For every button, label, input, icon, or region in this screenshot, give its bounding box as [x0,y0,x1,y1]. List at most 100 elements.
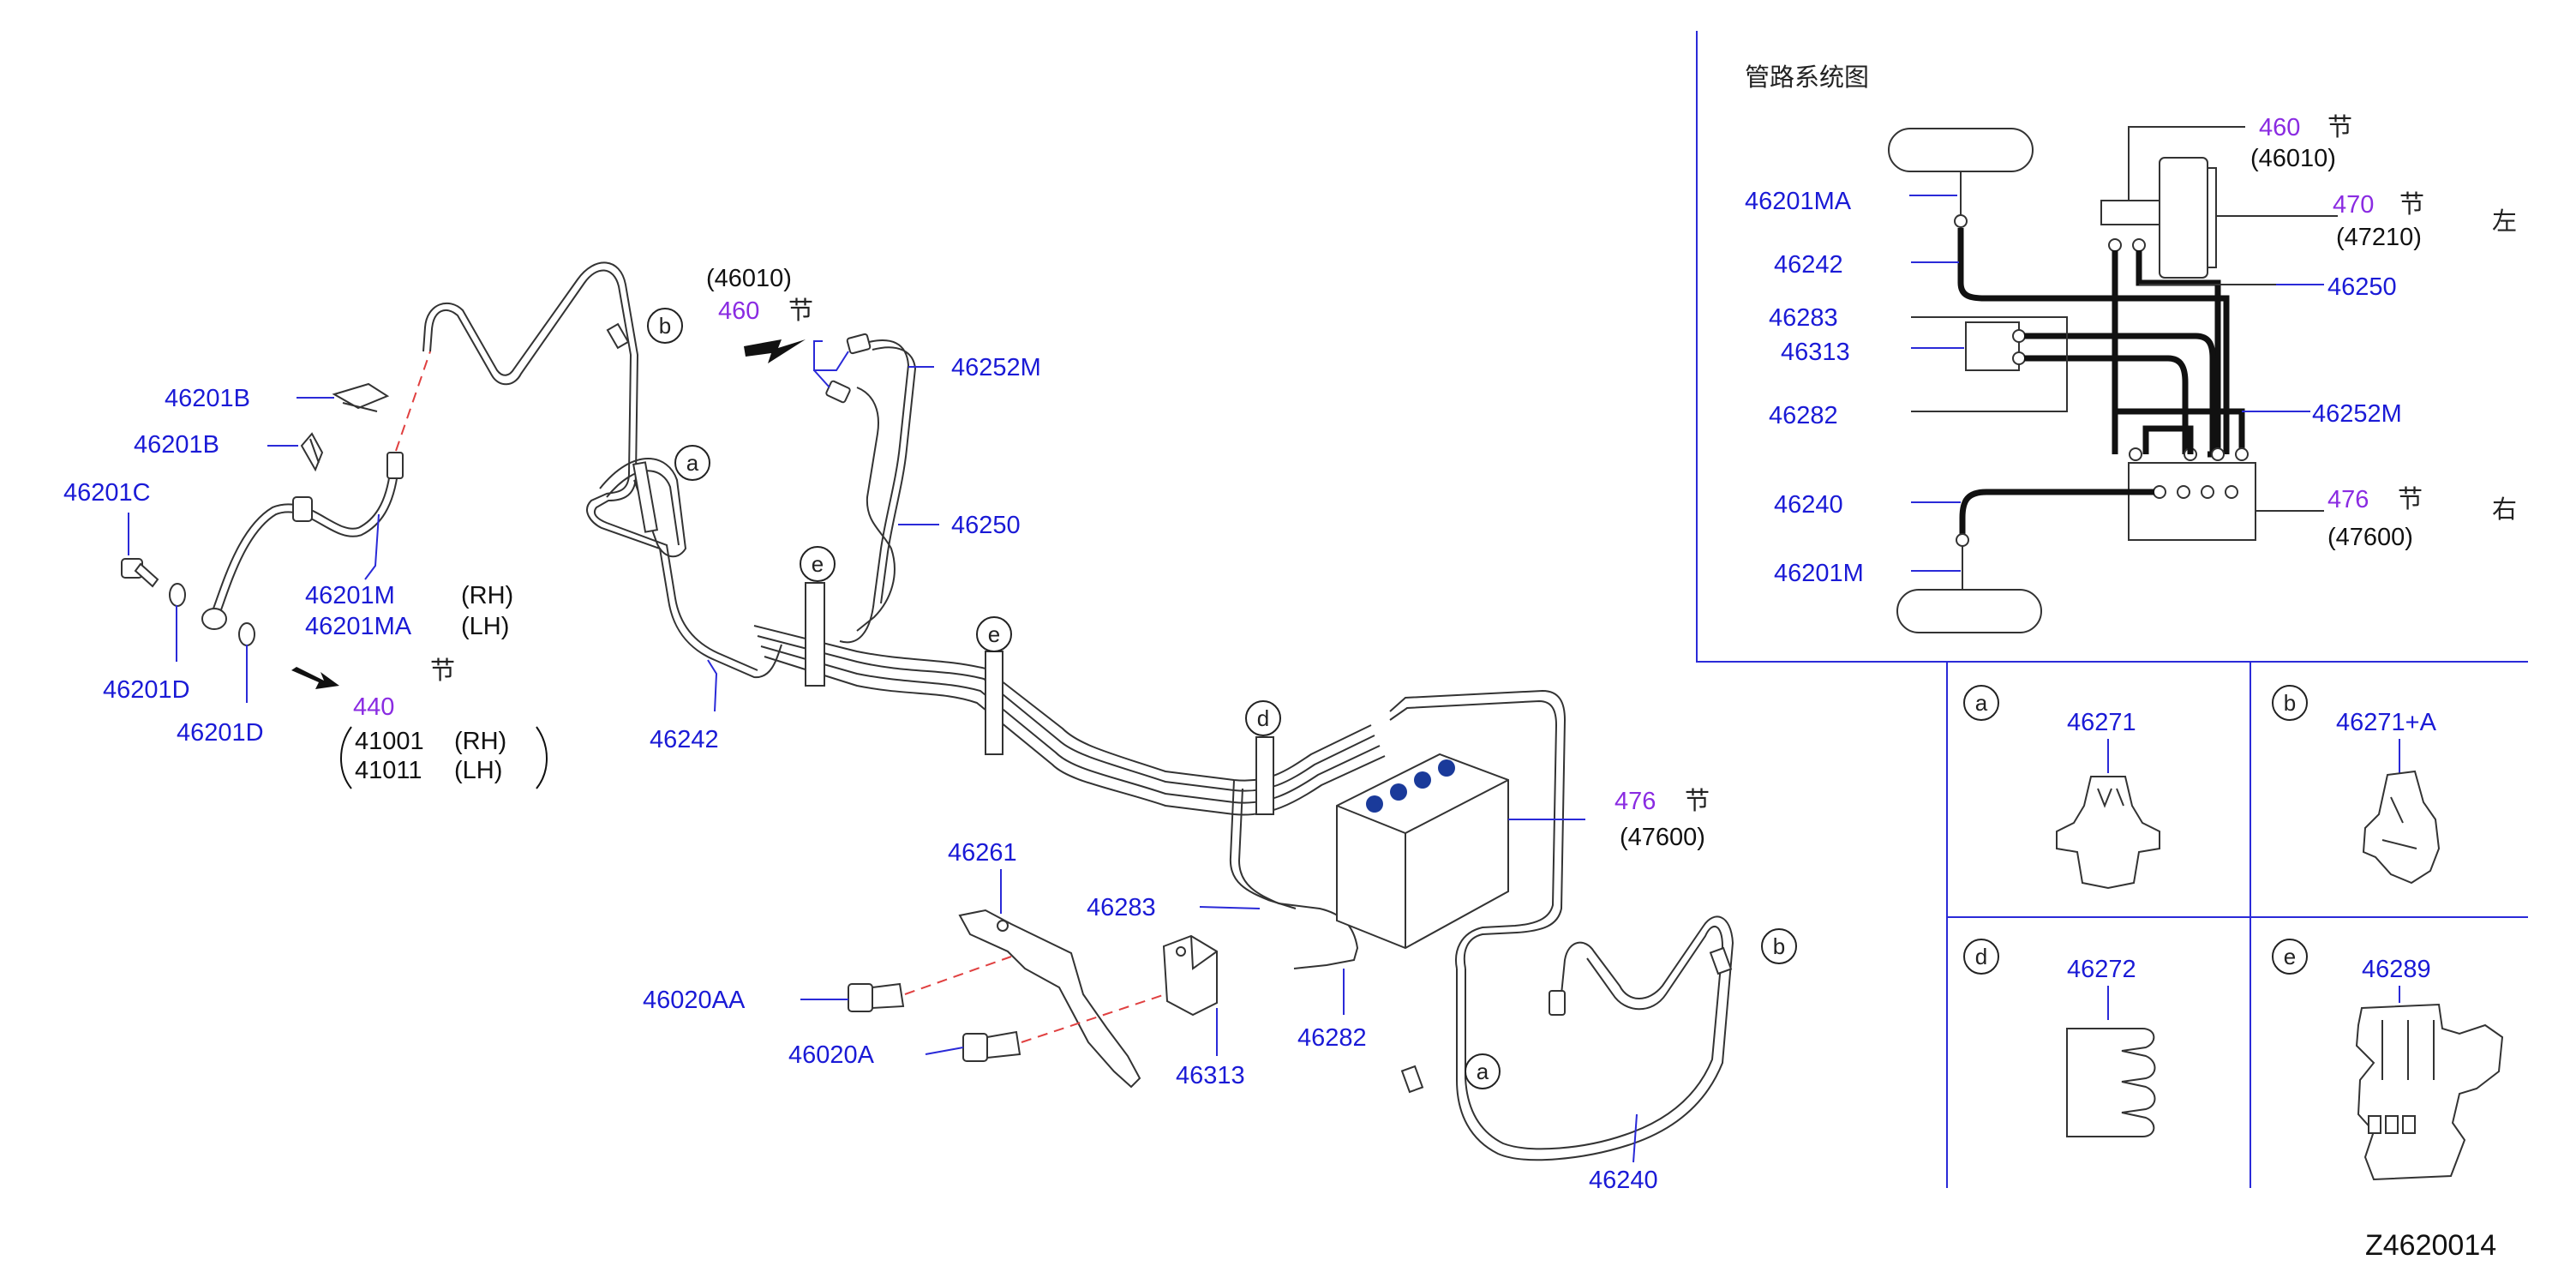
label-sec-440: 440 [353,693,394,721]
schem-46201M: 46201M [1774,560,1864,587]
master-cylinder-symbol [2159,157,2208,279]
hose-clip-upper [332,382,390,412]
schem-46313: 46313 [1781,339,1850,366]
schematic-title: 管路系统图 [1745,63,1869,92]
label-46201C: 46201C [63,479,151,507]
figure-code: Z4620014 [2365,1229,2496,1262]
bracket-paren-left [340,726,352,789]
schem-jie-476: 节 [2398,484,2423,513]
main-callouts: b a e e d b a [647,308,1797,1089]
label-sec-476: 476 [1614,788,1656,815]
bracket-bolt-a [962,1030,1021,1062]
label-47600: (47600) [1620,824,1705,851]
label-46201B-upper: 46201B [165,385,250,412]
schem-46250: 46250 [2327,273,2397,301]
three-way-symbol [1965,321,2020,371]
label-jie-476: 节 [1685,786,1710,815]
hose-clip-lower [300,432,324,472]
label-46250: 46250 [951,512,1021,539]
label-46252M: 46252M [951,354,1041,381]
clip-b-part: 46271+A [2336,709,2437,736]
clip-d-letter: d [1975,944,1987,969]
label-lh-1: (LH) [461,613,509,640]
callout-a-top: a [686,450,699,476]
label-46242: 46242 [650,726,719,753]
label-46010: (46010) [706,265,792,292]
callout-b-rear: b [1773,933,1785,959]
schem-46282: 46282 [1769,402,1838,429]
label-46313: 46313 [1176,1062,1245,1089]
schem-sec-460: 460 [2259,114,2300,141]
label-46201M: 46201M [305,582,395,609]
schem-47600: (47600) [2327,524,2413,551]
label-jie-460: 节 [788,296,813,325]
label-46282: 46282 [1297,1024,1367,1052]
clip-e-part: 46289 [2362,956,2431,983]
schem-jie-470: 节 [2399,189,2424,219]
clip-46289-shape [2355,1003,2504,1181]
clip-46271A-shape [2362,770,2441,885]
label-46201D-a: 46201D [103,676,190,704]
label-41011: 41011 [355,757,422,784]
clip-e-letter: e [2284,944,2296,969]
bracket-bolt-aa [848,982,905,1012]
label-lh-2: (LH) [454,757,502,784]
three-way-connector [1162,934,1218,1017]
actuator-symbol [2128,462,2256,541]
label-rh-2: (RH) [454,728,506,755]
brake-pipe-network [422,261,1734,1161]
label-46261: 46261 [948,839,1017,867]
copper-washer-b [238,622,255,646]
schem-46242: 46242 [1774,251,1843,279]
label-46020A: 46020A [788,1041,875,1069]
clip-a-part: 46271 [2067,709,2136,736]
label-rh-1: (RH) [461,582,513,609]
schem-jie-460: 节 [2327,112,2352,141]
schem-46252M: 46252M [2312,400,2402,428]
callout-e-mid: e [988,621,1000,647]
label-sec-460: 460 [718,297,759,325]
schem-46201MA: 46201MA [1745,188,1852,215]
bracket-and-connector [848,909,1218,1089]
schem-47210: (47210) [2336,224,2422,251]
label-46201MA: 46201MA [305,613,412,640]
bracket-paren-right [536,726,548,789]
schem-46283: 46283 [1769,304,1838,332]
direction-arrow-440 [291,667,339,689]
label-46201B-lower: 46201B [134,431,219,459]
clip-b-letter: b [2284,690,2296,716]
label-jie-440: 节 [430,656,455,685]
banjo-bolt [121,558,159,588]
front-wheel-symbol [1888,128,2034,172]
label-46020AA: 46020AA [643,987,746,1014]
schem-left: 左 [2492,207,2517,236]
rear-wheel-symbol [1896,589,2042,633]
schem-46240: 46240 [1774,491,1843,519]
clip-a-letter: a [1975,690,1988,716]
leader-lines [128,340,1638,1163]
clip-d-part: 46272 [2067,956,2136,983]
label-46201D-b: 46201D [177,719,264,747]
callout-a-rear: a [1477,1059,1489,1084]
label-46240: 46240 [1589,1167,1658,1194]
front-brake-hose-group [121,351,431,689]
callout-b-top: b [659,313,671,339]
schem-right: 右 [2492,495,2517,524]
pipe-bracket [958,909,1141,1089]
schem-sec-476: 476 [2327,486,2369,513]
label-46283: 46283 [1087,894,1156,921]
callout-d: d [1257,705,1269,731]
abs-actuator-unit [1336,753,1585,950]
direction-arrow-460 [744,339,806,363]
copper-washer-a [169,583,186,607]
clip-46271-shape [2056,776,2160,890]
piping-schematic-panel: 管路系统图 [1696,31,2528,663]
part-labels: 46201B 46201B 46201C 46201D 46201D 46201… [63,265,2496,1262]
schem-46010: (46010) [2250,145,2336,172]
clip-46272-shape [2066,1028,2156,1137]
clip-detail-grid: a 46271 b 46271+A d 46272 e 46289 [1946,662,2528,1188]
schem-sec-470: 470 [2333,191,2374,219]
callout-e-left: e [812,551,824,577]
label-41001: 41001 [355,728,424,755]
